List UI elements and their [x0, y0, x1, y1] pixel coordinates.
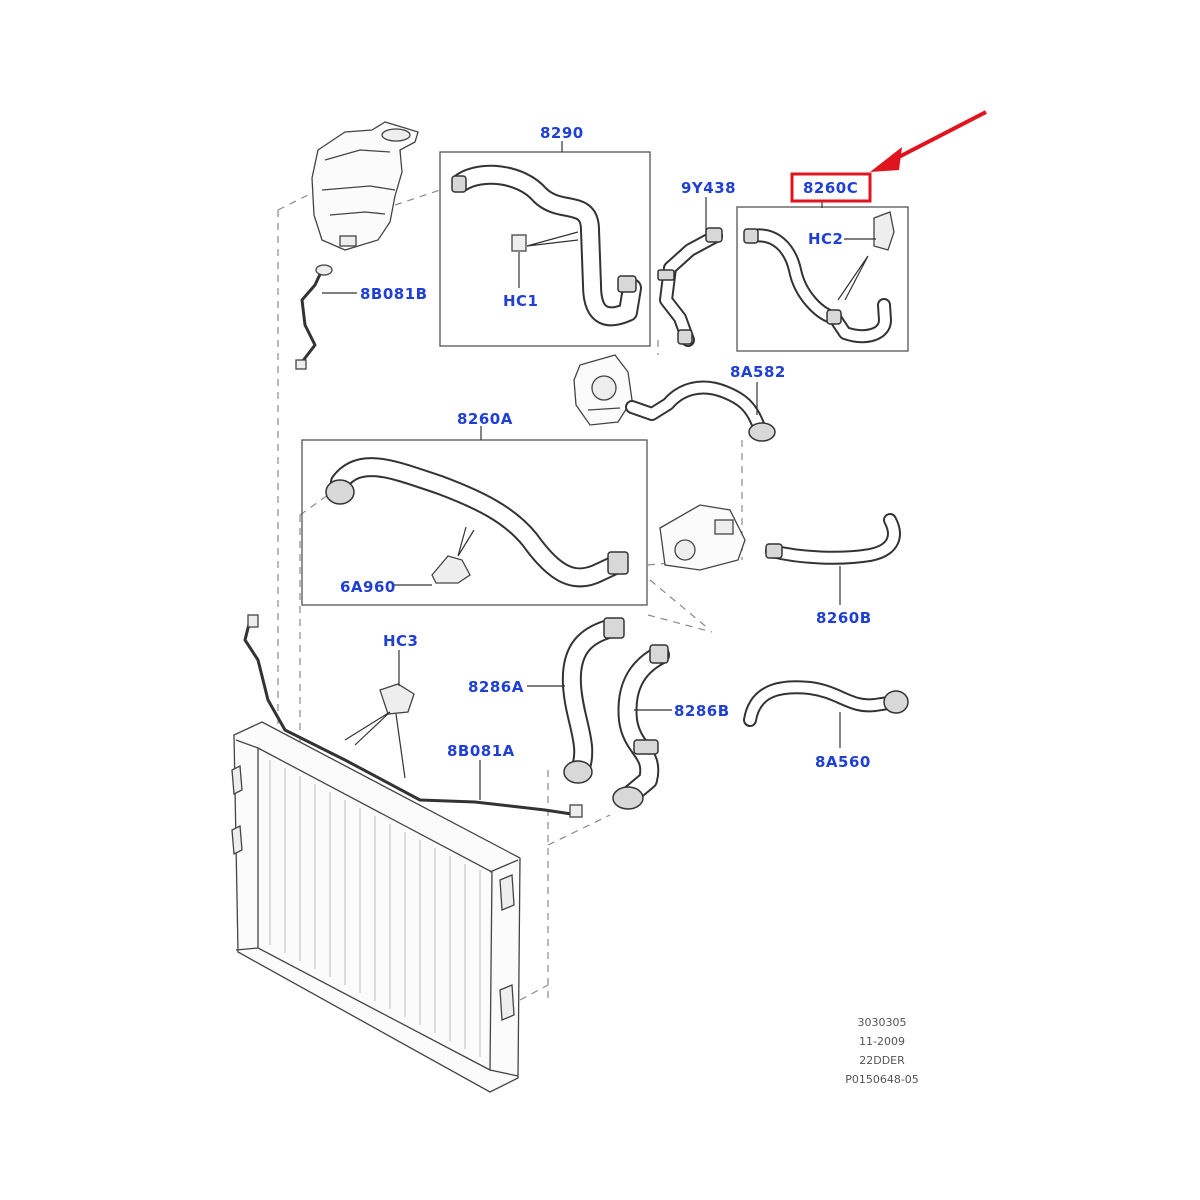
red-arrow — [870, 110, 987, 172]
label-8260C: 8260C — [803, 179, 858, 197]
reference-line-1: 3030305 — [858, 1016, 907, 1029]
label-HC2: HC2 — [808, 230, 844, 248]
group-box-8290 — [439, 151, 651, 347]
reference-block: 3030305 11-2009 22DDER P0150648-05 — [845, 1016, 919, 1086]
hose-8286A — [561, 617, 625, 784]
water-pump — [573, 354, 633, 426]
pipe-8B081A — [243, 614, 583, 818]
label-8260B: 8260B — [816, 609, 872, 627]
label-6A960: 6A960 — [340, 578, 396, 596]
label-8286A: 8286A — [468, 678, 524, 696]
hose-9Y438 — [657, 227, 723, 347]
hose-8260A — [325, 457, 629, 588]
label-8290: 8290 — [540, 124, 584, 142]
expansion-tank — [311, 121, 419, 251]
reference-line-3: 22DDER — [859, 1054, 905, 1067]
pipe-8B081B — [295, 264, 333, 370]
hose-8A582 — [625, 380, 776, 442]
clip-HC3 — [344, 683, 415, 779]
hose-8A560 — [743, 680, 909, 727]
hose-8286B — [612, 644, 670, 810]
reference-line-2: 11-2009 — [859, 1035, 905, 1048]
hose-8290 — [451, 164, 642, 327]
thermostat-housing — [659, 504, 746, 571]
label-8260A: 8260A — [457, 410, 513, 428]
label-HC3: HC3 — [383, 632, 419, 650]
label-8A560: 8A560 — [815, 753, 871, 771]
highlight-box-8260C — [790, 172, 872, 203]
label-8286B: 8286B — [674, 702, 730, 720]
hose-8260B — [765, 513, 901, 565]
reference-line-4: P0150648-05 — [845, 1073, 919, 1086]
group-box-8260A — [301, 439, 648, 606]
label-8B081B: 8B081B — [360, 285, 428, 303]
radiator — [231, 721, 521, 1093]
hose-8260C — [743, 211, 895, 344]
label-9Y438: 9Y438 — [681, 179, 736, 197]
label-8B081A: 8B081A — [447, 742, 515, 760]
label-HC1: HC1 — [503, 292, 539, 310]
label-8A582: 8A582 — [730, 363, 786, 381]
